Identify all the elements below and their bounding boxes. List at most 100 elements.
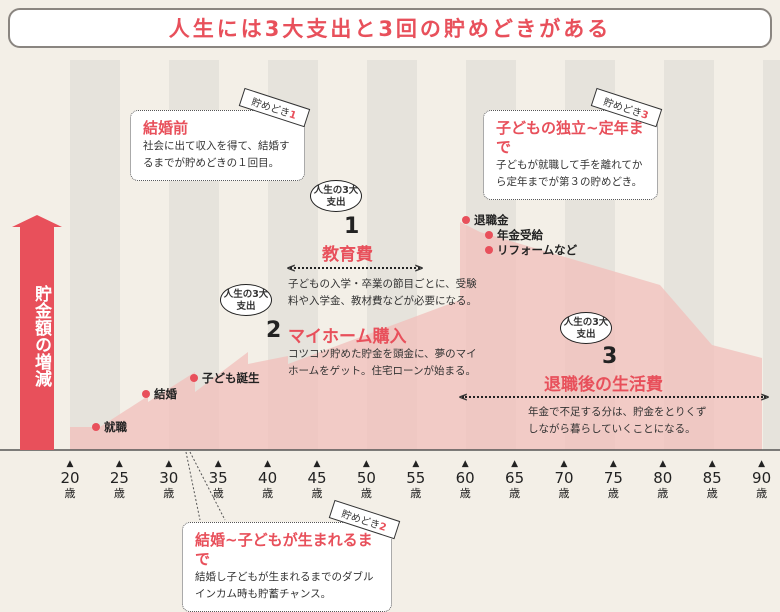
tick-label: 65: [505, 469, 525, 487]
tick-marker-icon: ▲: [659, 459, 667, 469]
tick-unit: 歳: [212, 487, 224, 500]
tick-marker-icon: ▲: [560, 459, 568, 469]
callout-title: 子どもの独立~定年まで: [496, 119, 644, 156]
tick-unit: 歳: [558, 487, 570, 500]
tick-marker-icon: ▲: [362, 459, 370, 469]
tick-label: 90: [752, 469, 772, 487]
stripe: [70, 60, 120, 450]
tick-label: 20: [60, 469, 80, 487]
tick-marker-icon: ▲: [264, 459, 272, 469]
stripe: [763, 60, 780, 450]
savings-area: [70, 222, 762, 450]
tick-label: 80: [653, 469, 673, 487]
tick-unit: 歳: [657, 487, 669, 500]
tick-marker-icon: ▲: [165, 459, 173, 469]
tick-marker-icon: ▲: [115, 459, 123, 469]
tick-marker-icon: ▲: [758, 459, 766, 469]
tick-unit: 歳: [509, 487, 521, 500]
tick-label: 70: [554, 469, 574, 487]
tick-unit: 歳: [311, 487, 323, 500]
expense-3-range-arrow: <>: [458, 390, 770, 404]
callout-title: 結婚~子どもが生まれるまで: [195, 531, 373, 568]
expense-2-bubble: 人生の3大支出: [220, 284, 272, 316]
tick-unit: 歳: [607, 487, 619, 500]
tick-label: 75: [603, 469, 623, 487]
tick-label: 55: [406, 469, 426, 487]
savings-period-1-callout: 結婚前 社会に出て収入を得て、結婚するまでが貯めどきの１回目。: [130, 110, 305, 181]
tick-label: 45: [307, 469, 327, 487]
tick-marker-icon: ▲: [313, 459, 321, 469]
event-child-birth: 子ども誕生: [190, 370, 260, 386]
up-arrow-icon: [12, 215, 62, 450]
tick-marker-icon: ▲: [461, 459, 469, 469]
expense-3-title: 退職後の生活費: [544, 375, 663, 395]
tick-unit: 歳: [360, 487, 372, 500]
tick-label: 85: [702, 469, 722, 487]
tick-unit: 歳: [756, 487, 768, 500]
tick-marker-icon: ▲: [511, 459, 519, 469]
expense-1-text: 子どもの入学・卒業の節目ごとに、受験料や入学金、教材費などが必要になる。: [288, 278, 477, 307]
tick-unit: 歳: [459, 487, 471, 500]
tick-marker-icon: ▲: [412, 459, 420, 469]
tick-marker-icon: ▲: [708, 459, 716, 469]
ribbon-number: 1: [287, 109, 298, 122]
event-marriage: 結婚: [142, 386, 177, 402]
tick-marker-icon: ▲: [609, 459, 617, 469]
tick-label: 60: [455, 469, 475, 487]
callout-pointer: [185, 451, 201, 521]
event-reform: リフォームなど: [485, 242, 577, 258]
event-pension: 年金受給: [485, 227, 543, 243]
y-axis-label: 貯金額の増減: [31, 285, 51, 387]
expense-3-bubble: 人生の3大支出: [560, 312, 612, 344]
callout-title: 結婚前: [143, 119, 189, 137]
expense-3-number: 3: [602, 344, 618, 369]
callout-text: 結婚し子どもが生まれるまでのダブルインカム時も貯蓄チャンス。: [195, 571, 374, 600]
tick-label: 40: [258, 469, 278, 487]
tick-unit: 歳: [706, 487, 718, 500]
tick-unit: 歳: [163, 487, 175, 500]
page-title: 人生には3大支出と3回の貯めどきがある: [8, 8, 772, 48]
callout-pointer: [189, 451, 226, 521]
callout-text: 子どもが就職して手を離れてから定年までが第３の貯めどき。: [496, 159, 643, 188]
expense-2-number: 2: [266, 318, 282, 343]
tick-marker-icon: ▲: [214, 459, 222, 469]
tick-unit: 歳: [113, 487, 125, 500]
ribbon-number: 3: [639, 109, 650, 122]
tick-label: 30: [159, 469, 179, 487]
savings-period-2-callout: 結婚~子どもが生まれるまで 結婚し子どもが生まれるまでのダブルインカム時も貯蓄チ…: [182, 522, 392, 612]
tick-unit: 歳: [64, 487, 76, 500]
expense-2-title: マイホーム購入: [288, 327, 407, 347]
tick-label: 50: [356, 469, 376, 487]
savings-period-3-callout: 子どもの独立~定年まで 子どもが就職して手を離れてから定年までが第３の貯めどき。: [483, 110, 658, 200]
event-employment: 就職: [92, 419, 127, 435]
tick-marker-icon: ▲: [66, 459, 74, 469]
ribbon-number: 2: [377, 521, 388, 534]
event-retirement-bonus: 退職金: [462, 212, 509, 228]
expense-3-text: 年金で不足する分は、貯金をとりくずしながら暮らしていくことになる。: [528, 406, 707, 435]
tick-label: 35: [208, 469, 228, 487]
callout-text: 社会に出て収入を得て、結婚するまでが貯めどきの１回目。: [143, 140, 290, 169]
expense-1-bubble: 人生の3大支出: [310, 180, 362, 212]
expense-1-number: 1: [344, 214, 360, 239]
expense-2-text: コツコツ貯めた貯金を頭金に、夢のマイホームをゲット。住宅ローンが始まる。: [288, 348, 477, 377]
tick-unit: 歳: [262, 487, 274, 500]
expense-1-title: 教育費: [322, 245, 373, 265]
tick-label: 25: [109, 469, 129, 487]
tick-unit: 歳: [410, 487, 422, 500]
